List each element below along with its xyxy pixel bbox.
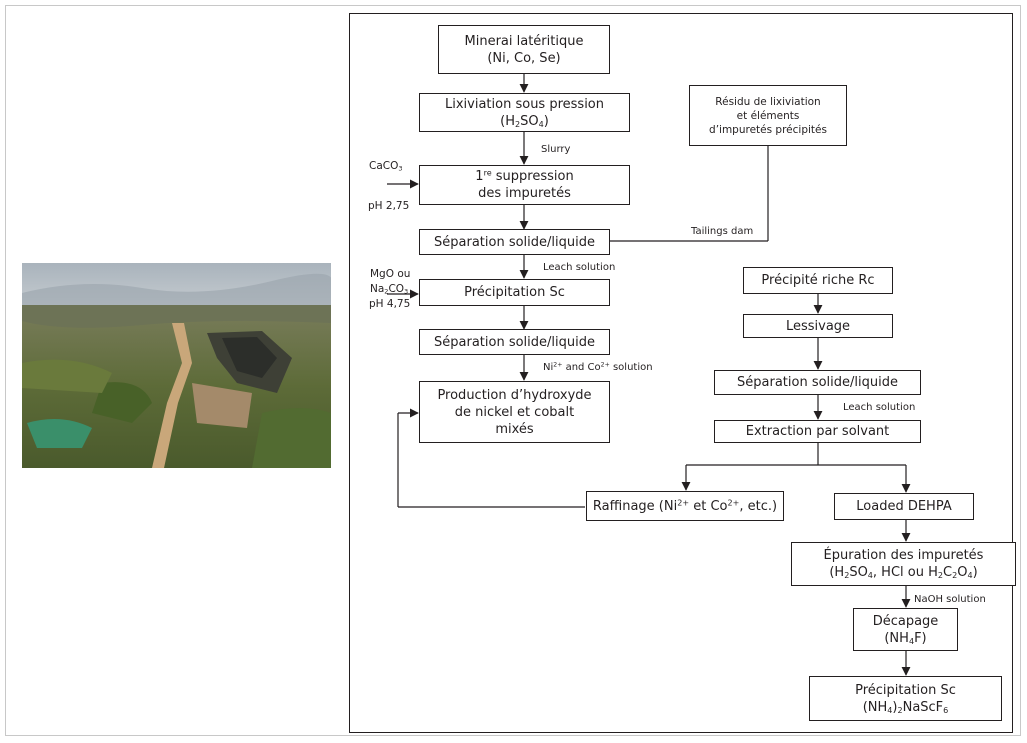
label-leach-solution-2: Leach solution [843,402,916,413]
step-separation-2: Séparation solide/liquide [419,329,610,355]
reagent-na2co3: Na2CO3 [370,283,409,296]
step-extraction: Extraction par solvant [714,420,921,443]
label-leach-solution-1: Leach solution [543,262,616,273]
label-tailings-dam: Tailings dam [691,226,754,237]
minerai-line1: Minerai latéritique [464,33,584,49]
step-separation-1: Séparation solide/liquide [419,229,610,255]
step-epuration: Épuration des impuretés(H2SO4, HCl ou H2… [791,542,1016,586]
reagent-caco3: CaCO3 [369,160,403,173]
step-separation-3: Séparation solide/liquide [714,370,921,395]
mine-site-photo [22,263,331,468]
step-minerai: Minerai latéritique(Ni, Co, Se) [438,25,610,74]
label-slurry: Slurry [541,144,571,155]
label-naoh-solution: NaOH solution [914,594,986,605]
step-precipite-riche: Précipité riche Rc [743,267,893,294]
step-decapage: Décapage(NH4F) [853,608,958,651]
step-loaded-dehpa: Loaded DEHPA [834,493,974,520]
flowchart-frame [349,13,1013,733]
outer-frame [5,5,1021,736]
reagent-ph-1: pH 2,75 [368,200,410,212]
step-precipitation-sc: Précipitation Sc [419,279,610,306]
label-ni-co-solution: Ni2+ and Co2+ solution [543,361,653,373]
reagent-mgo: MgO ou [370,268,411,280]
step-precipitation-final: Précipitation Sc(NH4)2NaScF6 [809,676,1002,721]
lixiviation-line1: Lixiviation sous pression [445,96,604,112]
step-lixiviation: Lixiviation sous pression(H2SO4) [419,93,630,132]
minerai-line2: (Ni, Co, Se) [487,50,561,66]
step-lessivage: Lessivage [743,314,893,338]
reagent-ph-2: pH 4,75 [369,298,411,310]
step-raffinage: Raffinage (Ni2+ et Co2+, etc.) [586,491,784,521]
